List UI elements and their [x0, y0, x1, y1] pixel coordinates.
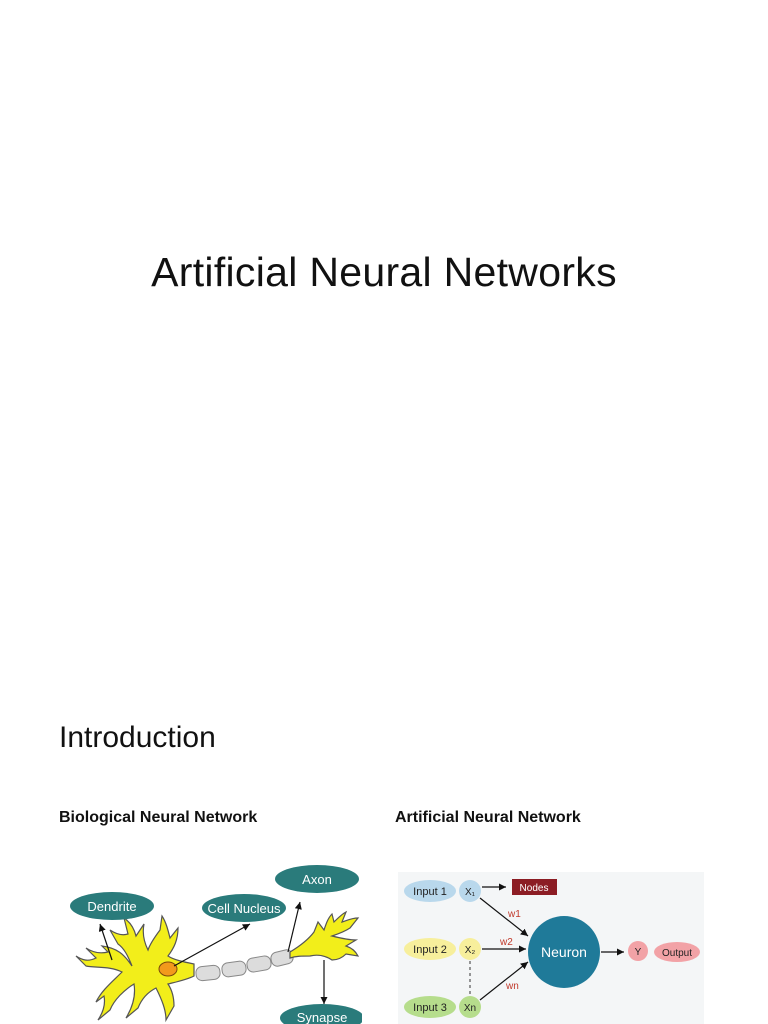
input2-node: Input 2 [404, 938, 456, 960]
artificial-neuron-figure: Input 1 Input 2 Input 3 X₁ X₂ Xn N [398, 872, 704, 1024]
svg-text:Nodes: Nodes [520, 883, 549, 894]
slide-title: Artificial Neural Networks [151, 249, 617, 295]
weight-w1: w1 [507, 909, 521, 920]
cell-nucleus-label: Cell Nucleus [202, 894, 286, 922]
axon-terminal [289, 910, 360, 961]
cell-nucleus-shape [158, 961, 178, 977]
svg-text:Output: Output [662, 948, 692, 959]
dendrite-label: Dendrite [70, 892, 154, 920]
artificial-network-heading: Artificial Neural Network [395, 809, 581, 826]
svg-text:X₂: X₂ [465, 945, 476, 956]
svg-text:Y: Y [635, 947, 642, 958]
weight-w2: w2 [499, 937, 513, 948]
svg-text:X₁: X₁ [465, 887, 476, 898]
artificial-neuron-diagram: Input 1 Input 2 Input 3 X₁ X₂ Xn N [404, 879, 700, 1018]
biological-neuron-diagram: Dendrite Cell Nucleus Axon Synapse [70, 865, 362, 1024]
y-node: Y [628, 941, 648, 961]
svg-text:Cell Nucleus: Cell Nucleus [208, 901, 281, 916]
biological-neuron-figure: Dendrite Cell Nucleus Axon Synapse [62, 856, 362, 1024]
x2-node: X₂ [459, 938, 481, 960]
axon-segments [195, 949, 294, 982]
input3-node: Input 3 [404, 996, 456, 1018]
svg-text:Neuron: Neuron [541, 944, 587, 960]
section-heading: Introduction [59, 721, 216, 754]
svg-text:Xn: Xn [464, 1003, 476, 1014]
input1-node: Input 1 [404, 880, 456, 902]
x1-node: X₁ [459, 880, 481, 902]
weight-wn: wn [505, 981, 519, 992]
svg-text:Axon: Axon [302, 872, 332, 887]
cell-body [75, 914, 195, 1023]
svg-text:Input 1: Input 1 [413, 886, 447, 898]
axon-label: Axon [275, 865, 359, 893]
neuron-node: Neuron [528, 916, 600, 988]
svg-text:Input 2: Input 2 [413, 944, 447, 956]
biological-network-heading: Biological Neural Network [59, 809, 258, 826]
nodes-box: Nodes [512, 879, 557, 895]
xn-node: Xn [459, 996, 481, 1018]
output-node: Output [654, 942, 700, 962]
synapse-label: Synapse [280, 1004, 362, 1024]
svg-text:Synapse: Synapse [297, 1010, 348, 1024]
svg-text:Dendrite: Dendrite [87, 899, 136, 914]
svg-text:Input 3: Input 3 [413, 1002, 447, 1014]
